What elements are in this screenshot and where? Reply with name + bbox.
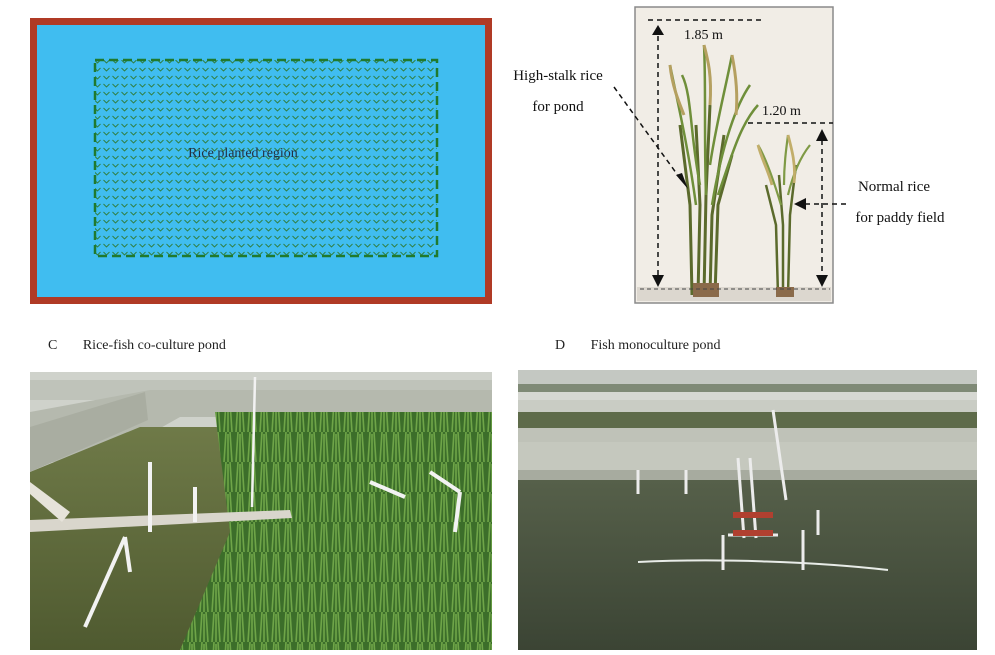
normal-rice-plant xyxy=(756,134,811,297)
high-stalk-rice-label: High-stalk rice xyxy=(513,68,603,84)
panel-c-letter: C xyxy=(48,338,58,353)
rice-photo xyxy=(634,6,834,304)
pond-schematic: Rice planted region xyxy=(30,18,492,304)
rice-region-label: Rice planted region xyxy=(188,146,298,161)
fish-monoculture-pond-photo xyxy=(518,370,977,650)
high-stalk-rice-sublabel: for pond xyxy=(532,99,584,115)
rice-region xyxy=(93,58,439,258)
panel-c-title: Rice-fish co-culture pond xyxy=(82,338,226,353)
short-height-label: 1.20 m xyxy=(762,104,801,119)
rice-crop xyxy=(180,412,492,650)
rice-height-figure: 1.85 m 1.20 m High-stalk rice for pond N… xyxy=(513,6,945,304)
rice-fish-pond-photo xyxy=(30,372,492,650)
pond-water-surface xyxy=(518,480,977,650)
high-stalk-rice-plant xyxy=(668,44,759,297)
normal-rice-sublabel: for paddy field xyxy=(855,210,945,226)
panel-d-caption: D Fish monoculture pond xyxy=(555,338,721,354)
tall-height-label: 1.85 m xyxy=(684,28,723,43)
normal-rice-label: Normal rice xyxy=(858,179,930,195)
panel-d-letter: D xyxy=(555,338,566,353)
panel-c-caption: C Rice-fish co-culture pond xyxy=(48,338,226,354)
panel-d-title: Fish monoculture pond xyxy=(590,338,721,353)
